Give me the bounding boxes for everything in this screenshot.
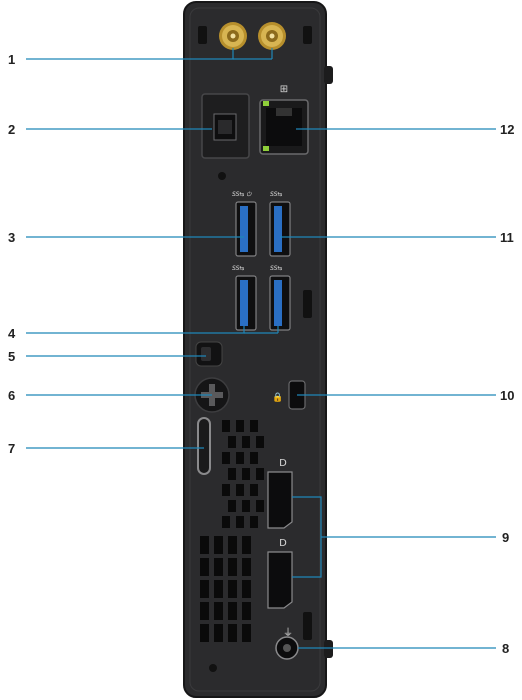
rj45-led-left: [263, 101, 269, 106]
callout-8: 8: [502, 641, 509, 656]
vent-slot: [228, 500, 236, 512]
vent-slot: [242, 436, 250, 448]
vent-slot: [250, 452, 258, 464]
vent-slot: [222, 516, 230, 528]
vent-slot: [228, 580, 237, 598]
vent-slot: [256, 436, 264, 448]
screw-hole-bottom: [209, 664, 217, 672]
usb-ss-label-3: SS⇆: [232, 265, 244, 272]
vent-slot: [222, 484, 230, 496]
lock-icon: 🔒: [272, 392, 283, 403]
top-slot-right: [303, 26, 312, 44]
usb-3-2-gen1-port[interactable]: [269, 201, 291, 257]
usb-labels: SS⇆ ⏻ SS⇆ SS⇆ SS⇆: [232, 191, 282, 272]
vent-slot: [200, 624, 209, 642]
vent-slot: [242, 468, 250, 480]
top-slot-left: [198, 26, 207, 44]
usb-3-2-gen1-port-powershare[interactable]: [235, 201, 257, 257]
leader-lines: [26, 48, 496, 649]
vent-slot: [228, 558, 237, 576]
vent-slot: [200, 558, 209, 576]
vent-slot: [214, 558, 223, 576]
displayport-bottom: [267, 551, 293, 609]
ventilation-grille: [200, 420, 264, 642]
callout-4: 4: [8, 326, 16, 341]
screw-hole-top: [218, 172, 226, 180]
cable-clip[interactable]: [195, 341, 223, 367]
usb-ss-label-1: SS⇆ ⏻: [232, 191, 252, 198]
vent-slot: [250, 516, 258, 528]
callout-2: 2: [8, 122, 15, 137]
displayport-top: [267, 471, 293, 529]
vent-slot: [242, 558, 251, 576]
vent-slot: [242, 500, 250, 512]
vent-slot: [250, 420, 258, 432]
callout-11: 11: [500, 230, 514, 245]
vent-slot: [236, 420, 244, 432]
usb-3-2-gen1-ports[interactable]: [235, 275, 291, 331]
vent-slot: [228, 624, 237, 642]
vent-slot: [236, 484, 244, 496]
vent-slot: [250, 484, 258, 496]
wireless-antenna-connectors[interactable]: [219, 22, 286, 50]
side-slot-mid: [303, 290, 312, 318]
vent-slot: [200, 602, 209, 620]
displayport-icon-top: D: [279, 458, 287, 469]
usb-ss-label-4: SS⇆: [270, 265, 282, 272]
callout-5: 5: [8, 349, 15, 364]
antenna-connector-left: [219, 22, 247, 50]
vent-slot: [214, 624, 223, 642]
vent-slot: [242, 624, 251, 642]
network-icon: ⊞: [280, 84, 288, 95]
callout-numbers: 1 2 3 4 5 6 7 8 9 10 11 12: [8, 52, 514, 656]
vent-slot: [242, 580, 251, 598]
vent-slot: [214, 536, 223, 554]
callout-1: 1: [8, 52, 15, 67]
optional-port-module-hdmi[interactable]: [201, 93, 250, 159]
right-foot-bottom: [324, 640, 333, 658]
callout-12: 12: [500, 122, 514, 137]
vent-slot: [242, 536, 251, 554]
callout-10: 10: [500, 388, 514, 403]
vent-slot: [256, 500, 264, 512]
vent-slot: [200, 580, 209, 598]
callout-3: 3: [8, 230, 15, 245]
vent-slot: [214, 580, 223, 598]
padlock-ring[interactable]: [197, 417, 211, 475]
vent-slot: [222, 420, 230, 432]
vent-slot: [200, 536, 209, 554]
right-foot-top: [324, 66, 333, 84]
rj45-ethernet-port[interactable]: ⊞: [259, 84, 309, 155]
vent-slot: [236, 452, 244, 464]
rj45-led-right: [263, 146, 269, 151]
callout-6: 6: [8, 388, 15, 403]
callout-7: 7: [8, 441, 15, 456]
antenna-connector-right: [258, 22, 286, 50]
usb-ss-label-2: SS⇆: [270, 191, 282, 198]
side-slot-low: [303, 612, 312, 640]
vent-slot: [214, 602, 223, 620]
vent-slot: [228, 536, 237, 554]
power-adapter-port[interactable]: ⏚: [275, 627, 299, 660]
power-plug-icon: ⏚: [283, 627, 293, 639]
displayport-ports[interactable]: D D: [267, 458, 293, 609]
vent-slot: [242, 602, 251, 620]
chassis-inner-edge: [189, 7, 321, 692]
displayport-icon-bottom: D: [279, 538, 287, 549]
callout-9: 9: [502, 530, 509, 545]
vent-slot: [256, 468, 264, 480]
vent-slot: [236, 516, 244, 528]
vent-slot: [228, 602, 237, 620]
vent-slot: [228, 468, 236, 480]
vent-slot: [222, 452, 230, 464]
vent-slot: [228, 436, 236, 448]
